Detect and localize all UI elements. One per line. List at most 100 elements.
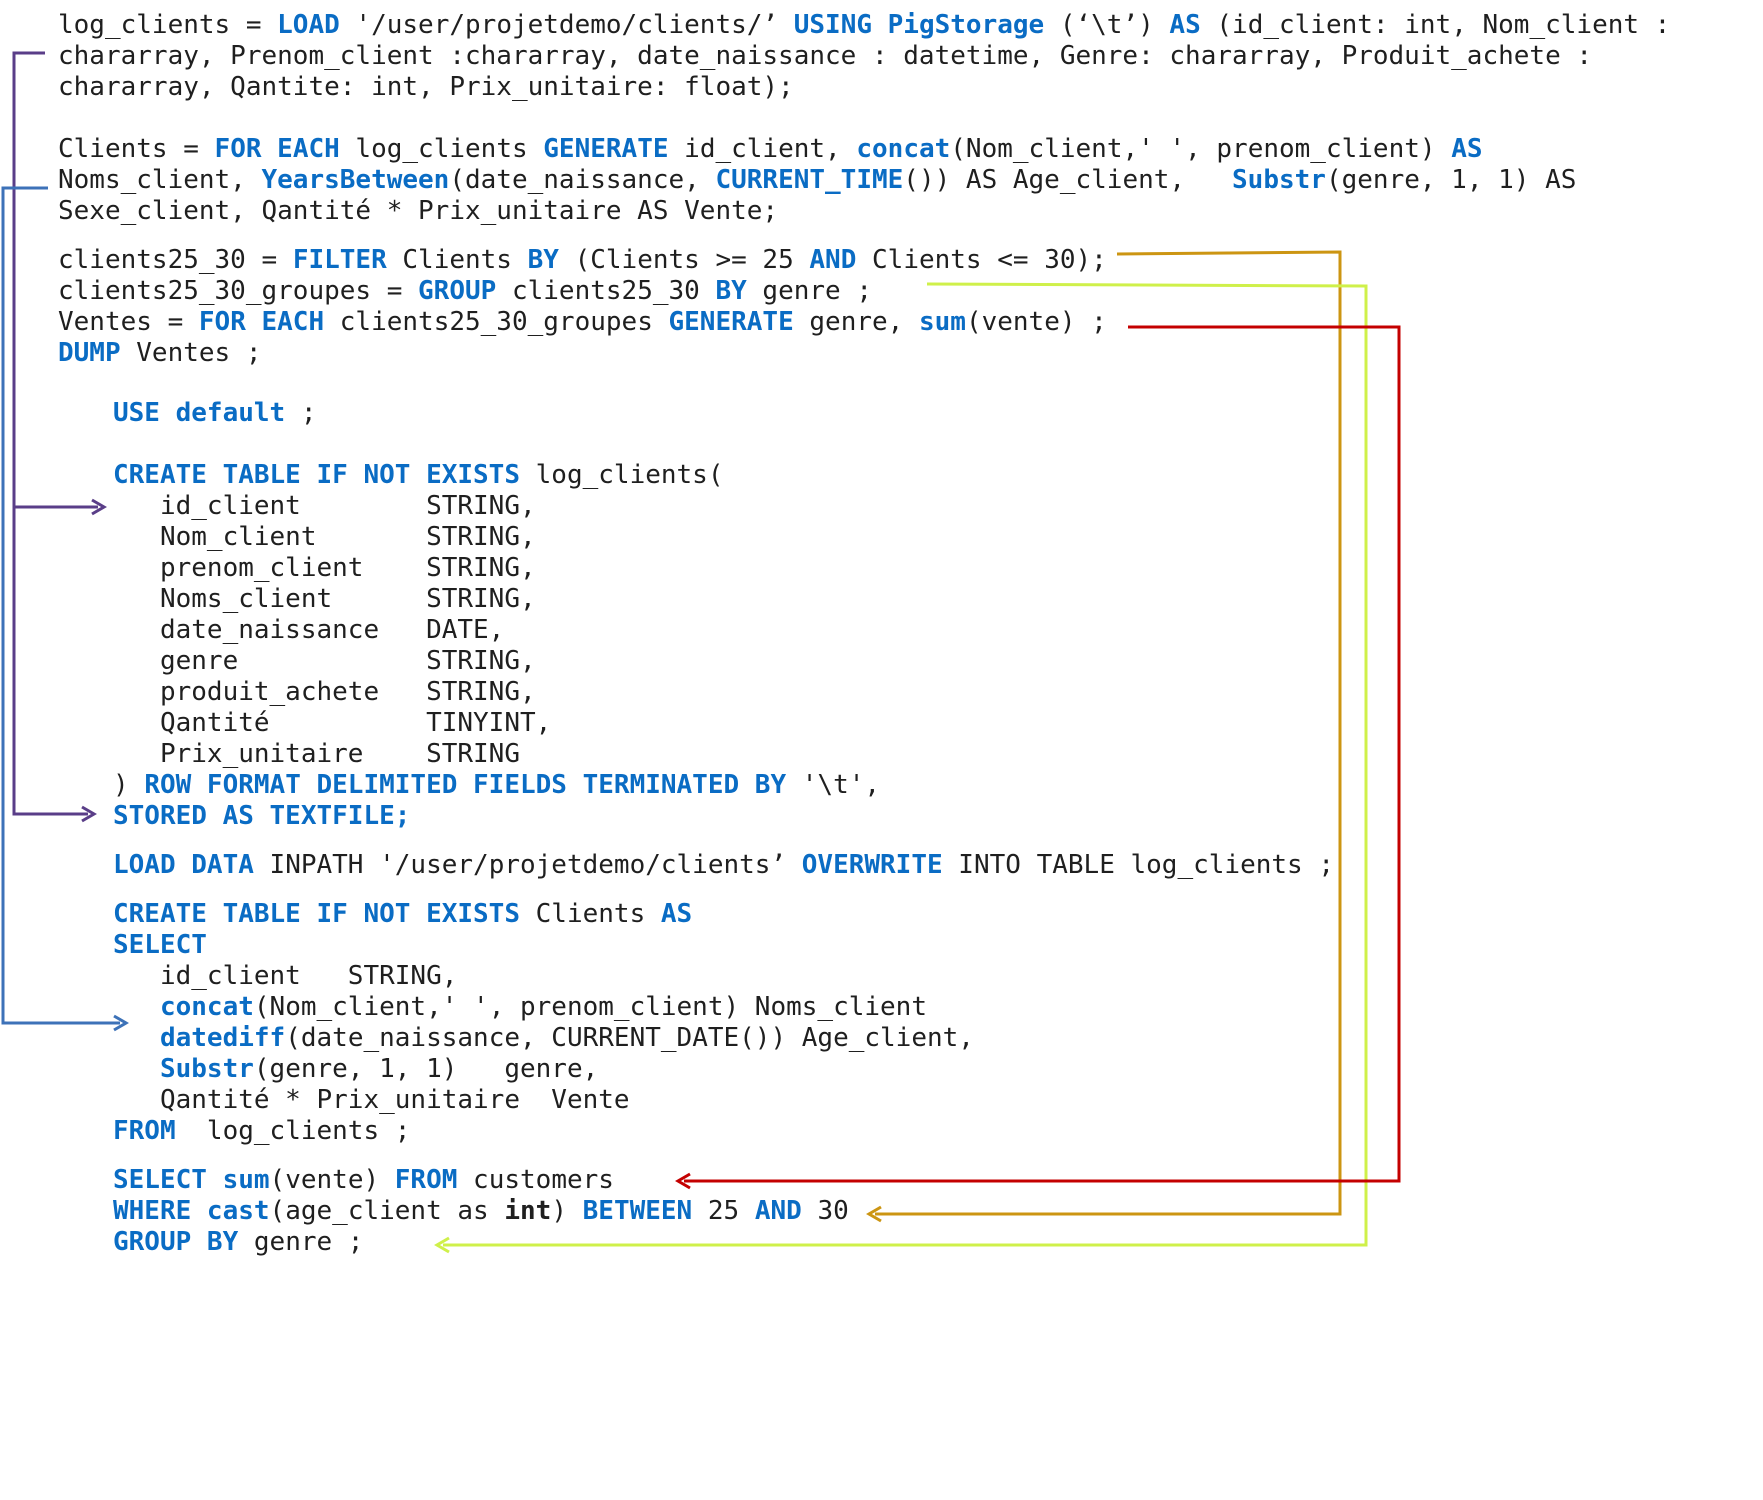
hive-sel-id-client: id_client STRING, bbox=[113, 959, 457, 994]
code-text: (age_client as bbox=[269, 1196, 505, 1226]
code-text: 30 bbox=[801, 1196, 849, 1226]
code-text: (date_naissance, bbox=[449, 165, 716, 195]
code-text: ()) AS Age_client, bbox=[903, 165, 1233, 195]
hive-line-create-log: CREATE TABLE IF NOT EXISTS log_clients( bbox=[113, 458, 724, 493]
code-keyword: BY bbox=[715, 276, 747, 306]
code-text: clients25_30 bbox=[496, 276, 716, 306]
code-text bbox=[113, 1054, 160, 1084]
code-keyword: WHERE cast bbox=[113, 1196, 270, 1226]
code-keyword: ROW FORMAT DELIMITED FIELDS TERMINATED B… bbox=[144, 770, 787, 800]
code-keyword: AS bbox=[1169, 10, 1201, 40]
pig-line-ventes: Ventes = FOR EACH clients25_30_groupes G… bbox=[58, 305, 1107, 340]
code-text: Noms_client STRING, bbox=[113, 584, 536, 614]
code-text: (‘\t’) bbox=[1044, 10, 1170, 40]
code-text: genre, bbox=[793, 307, 919, 337]
code-text bbox=[113, 992, 160, 1022]
code-text: customers bbox=[457, 1165, 614, 1195]
hive-col-nom-client: Nom_client STRING, bbox=[113, 520, 536, 555]
code-keyword: FILTER bbox=[292, 245, 387, 275]
code-keyword: concat bbox=[856, 134, 951, 164]
code-text: '/user/projetdemo/clients/’ bbox=[339, 10, 794, 40]
code-keyword: USE default bbox=[113, 398, 286, 428]
pig-line-group: clients25_30_groupes = GROUP clients25_3… bbox=[58, 274, 872, 309]
code-type: int bbox=[504, 1196, 552, 1226]
code-keyword: CREATE TABLE IF NOT EXISTS bbox=[113, 899, 520, 929]
code-text: clients25_30 = bbox=[58, 245, 293, 275]
code-text: log_clients = bbox=[58, 10, 278, 40]
code-text: Ventes = bbox=[58, 307, 199, 337]
code-text: log_clients bbox=[339, 134, 544, 164]
code-keyword: STORED AS TEXTFILE; bbox=[113, 801, 411, 831]
code-text: (vente) bbox=[269, 1165, 395, 1195]
code-text bbox=[113, 1023, 160, 1053]
code-text: id_client, bbox=[668, 134, 857, 164]
code-text: clients25_30_groupes bbox=[324, 307, 669, 337]
code-keyword: AND bbox=[754, 1196, 802, 1226]
pig-line-clients-3: Sexe_client, Qantité * Prix_unitaire AS … bbox=[58, 194, 778, 229]
hive-sel-vente: Qantité * Prix_unitaire Vente bbox=[113, 1083, 630, 1118]
code-keyword: concat bbox=[159, 992, 254, 1022]
code-text: (id_client: int, Nom_client : bbox=[1200, 10, 1671, 40]
arrow-head-group-by bbox=[434, 1236, 450, 1254]
hive-col-id-client: id_client STRING, bbox=[113, 489, 536, 524]
code-keyword: Substr bbox=[1232, 165, 1326, 195]
code-text: '\t', bbox=[786, 770, 881, 800]
code-keyword: AS bbox=[660, 899, 693, 929]
code-text: Clients bbox=[520, 899, 661, 929]
code-keyword: Substr bbox=[159, 1054, 254, 1084]
arrow-head-stored-as bbox=[81, 805, 97, 823]
code-text: genre ; bbox=[238, 1227, 364, 1257]
code-keyword: DUMP bbox=[58, 338, 121, 368]
code-text: clients25_30_groupes = bbox=[58, 276, 419, 306]
hive-col-qantite: Qantité TINYINT, bbox=[113, 706, 551, 741]
hive-line-from: FROM log_clients ; bbox=[113, 1114, 410, 1149]
hive-sel-datediff: datediff(date_naissance, CURRENT_DATE())… bbox=[113, 1021, 974, 1056]
code-text: (Nom_client,' ', prenom_client) Noms_cli… bbox=[253, 992, 927, 1022]
hive-line-select: SELECT bbox=[113, 928, 207, 963]
code-text: Clients bbox=[386, 245, 528, 275]
pig-line-load-3: chararray, Qantite: int, Prix_unitaire: … bbox=[58, 70, 794, 105]
code-keyword: datediff bbox=[159, 1023, 286, 1053]
code-text: ) bbox=[551, 1196, 583, 1226]
code-text: Clients <= 30); bbox=[856, 245, 1107, 275]
code-keyword: GROUP BY bbox=[113, 1227, 239, 1257]
pig-line-load-1: log_clients = LOAD '/user/projetdemo/cli… bbox=[58, 8, 1670, 43]
code-keyword: FROM bbox=[113, 1116, 176, 1146]
hive-line-where: WHERE cast(age_client as int) BETWEEN 25… bbox=[113, 1194, 849, 1229]
code-keyword: FROM bbox=[394, 1165, 458, 1195]
code-keyword: OVERWRITE bbox=[801, 850, 943, 880]
hive-line-select-sum: SELECT sum(vente) FROM customers bbox=[113, 1163, 614, 1198]
code-text: chararray, Qantite: int, Prix_unitaire: … bbox=[58, 72, 794, 102]
code-text: Ventes ; bbox=[120, 338, 262, 368]
arrow-head-create-table bbox=[91, 498, 107, 516]
pig-line-filter: clients25_30 = FILTER Clients BY (Client… bbox=[58, 243, 1107, 278]
code-text: (date_naissance, CURRENT_DATE()) Age_cli… bbox=[285, 1023, 974, 1053]
code-text: date_naissance DATE, bbox=[113, 615, 505, 645]
hive-col-produit-achete: produit_achete STRING, bbox=[113, 675, 536, 710]
code-keyword: GROUP bbox=[418, 276, 497, 306]
code-text: Sexe_client, Qantité * Prix_unitaire AS … bbox=[58, 196, 779, 226]
code-text: Prix_unitaire STRING bbox=[113, 739, 520, 769]
hive-line-load-data: LOAD DATA INPATH '/user/projetdemo/clien… bbox=[113, 848, 1334, 883]
code-text: chararray, Prenom_client :chararray, dat… bbox=[58, 41, 1593, 71]
code-keyword: SELECT bbox=[113, 930, 207, 960]
code-text: Qantité TINYINT, bbox=[113, 708, 552, 738]
hive-col-prix-unitaire: Prix_unitaire STRING bbox=[113, 737, 520, 772]
code-keyword: SELECT sum bbox=[113, 1165, 270, 1195]
hive-line-use: USE default ; bbox=[113, 396, 317, 431]
code-text: (vente) ; bbox=[965, 307, 1107, 337]
code-text: log_clients( bbox=[520, 460, 724, 490]
code-keyword: CREATE TABLE IF NOT EXISTS bbox=[113, 460, 520, 490]
code-text: (genre, 1, 1) AS bbox=[1325, 165, 1577, 195]
code-text: Noms_client, bbox=[58, 165, 262, 195]
code-text: id_client STRING, bbox=[113, 961, 458, 991]
code-text: Qantité * Prix_unitaire Vente bbox=[113, 1085, 630, 1115]
code-keyword: FOR EACH bbox=[198, 307, 325, 337]
hive-sel-substr: Substr(genre, 1, 1) genre, bbox=[113, 1052, 598, 1087]
code-keyword: USING PigStorage bbox=[793, 10, 1045, 40]
code-keyword: GENERATE bbox=[668, 307, 794, 337]
pig-line-load-2: chararray, Prenom_client :chararray, dat… bbox=[58, 39, 1592, 74]
code-text: genre ; bbox=[746, 276, 873, 306]
arrow-filter-to-where bbox=[875, 250, 1342, 1216]
code-keyword: AND bbox=[809, 245, 857, 275]
